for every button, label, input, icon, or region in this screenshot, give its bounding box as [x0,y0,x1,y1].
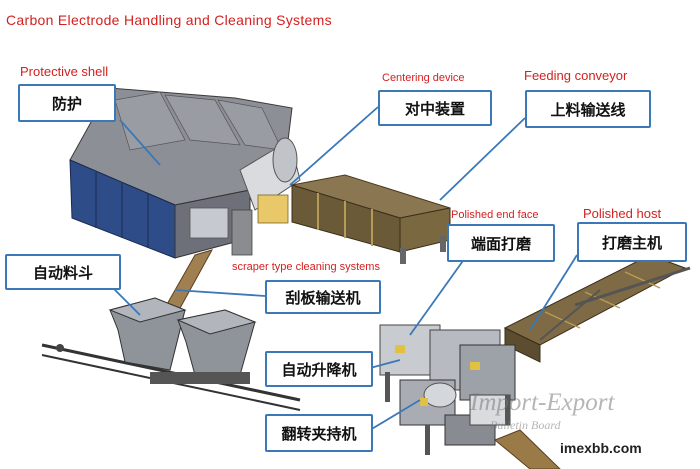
watermark-site: imexbb.com [560,440,642,456]
protective-shell-callout: 防护 [18,84,116,122]
scraper-conveyor-callout: 刮板输送机 [265,280,381,314]
polished-end-face-callout: 端面打磨 [447,224,555,262]
protective-shell-drawing [69,87,301,259]
scraper-cleaning-label: scraper type cleaning systems [232,261,380,273]
leader-lines [109,106,578,431]
polished-host-callout: 打磨主机 [577,222,687,262]
protective-shell-label: Protective shell [20,64,109,79]
auto-hopper-drawing [41,297,301,411]
centering-device-callout: 对中装置 [378,90,492,126]
watermark-subtitle: Bulletin Board [490,418,561,432]
flip-clamp-callout: 翻转夹持机 [265,414,373,452]
auto-lift-callout: 自动升降机 [265,351,373,387]
auto-hopper-callout: 自动料斗 [5,254,121,290]
polished-host-label: Polished host [583,206,662,221]
diagram-title: Carbon Electrode Handling and Cleaning S… [6,12,332,28]
feeding-conveyor-label: Feeding conveyor [524,68,628,83]
polishing-line-drawing [379,254,691,469]
watermark-brand: Import-Export [470,389,615,416]
feeding-conveyor-drawing [291,174,451,264]
centering-device-label: Centering device [382,72,465,84]
polished-end-face-label: Polished end face [451,209,539,221]
feeding-conveyor-callout: 上料输送线 [525,90,651,128]
